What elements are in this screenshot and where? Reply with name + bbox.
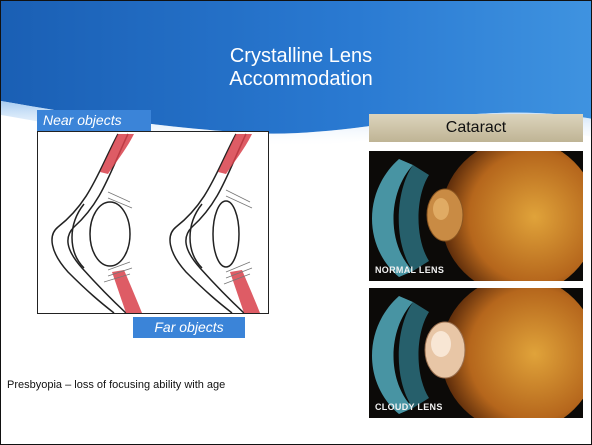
near-eye-illustration: [52, 134, 142, 313]
normal-lens-label: NORMAL LENS: [375, 265, 444, 275]
cloudy-lens-label: CLOUDY LENS: [375, 402, 443, 412]
cataract-header: Cataract: [369, 114, 583, 142]
normal-lens-image: NORMAL LENS: [369, 151, 583, 281]
presbyopia-caption: Presbyopia – loss of focusing ability wi…: [7, 379, 225, 391]
far-eye-illustration: [170, 134, 260, 313]
near-objects-label: Near objects: [37, 110, 151, 131]
title-line-1: Crystalline Lens: [151, 45, 451, 68]
accommodation-diagram: [37, 131, 269, 314]
title-line-2: Accommodation: [151, 68, 451, 91]
slide-title: Crystalline Lens Accommodation: [151, 45, 451, 91]
cloudy-lens-image: CLOUDY LENS: [369, 288, 583, 418]
far-objects-label: Far objects: [133, 317, 245, 338]
